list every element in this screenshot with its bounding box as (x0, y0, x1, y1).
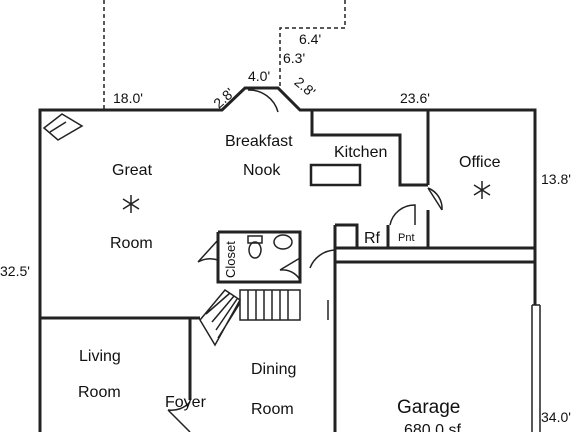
garage-wall-left (333, 248, 535, 432)
door-swing-pantry (389, 204, 416, 226)
door-swing-bay (247, 89, 279, 113)
door-swing-closet (197, 239, 219, 263)
interior-wall-living (40, 316, 200, 400)
interior-wall-office (426, 110, 535, 250)
label-great-room-2: Room (110, 235, 153, 252)
label-great-room-1: Great (112, 162, 153, 179)
label-dining-room-2: Room (251, 401, 294, 418)
dim-kitchen-office-width: 23.6' (400, 90, 430, 106)
exterior-wall (38, 86, 537, 432)
ceiling-fan-icon (122, 195, 140, 213)
door-swing-bath (279, 257, 301, 281)
fireplace-icon (42, 113, 84, 141)
door-swing-office (427, 187, 443, 211)
dim-bay-angle-left: 2.8' (210, 85, 237, 112)
label-living-room-2: Room (78, 384, 121, 401)
deck-outline-dashed (103, 0, 346, 110)
label-dining-room-1: Dining (251, 361, 296, 378)
dim-bay-top-6-3: 6.3' (283, 50, 305, 66)
label-breakfast-nook-1: Breakfast (225, 133, 293, 150)
label-breakfast-nook-2: Nook (243, 162, 281, 179)
label-refrigerator: Rf (364, 230, 381, 247)
kitchen-island (309, 163, 362, 187)
toilet-bowl-icon (248, 241, 262, 259)
door-swing-foyer (167, 401, 191, 432)
dim-office-depth: 13.8' (541, 171, 571, 187)
staircase (199, 289, 301, 347)
interior-wall-kitchen (310, 110, 428, 187)
dim-bay-center: 4.0' (248, 68, 270, 84)
label-office: Office (459, 154, 501, 171)
dim-great-room-width: 18.0' (113, 90, 143, 106)
interior-wall-closet (216, 230, 302, 284)
label-closet: Closet (223, 241, 238, 278)
dim-house-depth: 32.5' (0, 263, 30, 279)
dim-bay-top-6-4: 6.4' (299, 31, 321, 47)
label-living-room-1: Living (79, 348, 121, 365)
dim-bay-angle-right: 2.8' (291, 74, 318, 100)
interior-wall-pantry (333, 223, 428, 250)
label-kitchen: Kitchen (334, 144, 387, 161)
toilet-tank-icon (247, 235, 263, 244)
label-foyer: Foyer (165, 394, 207, 411)
label-pantry: Pnt (398, 232, 415, 244)
label-garage: Garage (397, 397, 460, 418)
garage-door-track (531, 304, 541, 432)
door-swing-garage (309, 249, 336, 269)
label-garage-area: 680.0 sf (404, 422, 461, 432)
sink-icon (273, 234, 293, 250)
dim-garage-depth: 34.0' (541, 409, 571, 425)
ceiling-fan-icon (473, 181, 491, 199)
